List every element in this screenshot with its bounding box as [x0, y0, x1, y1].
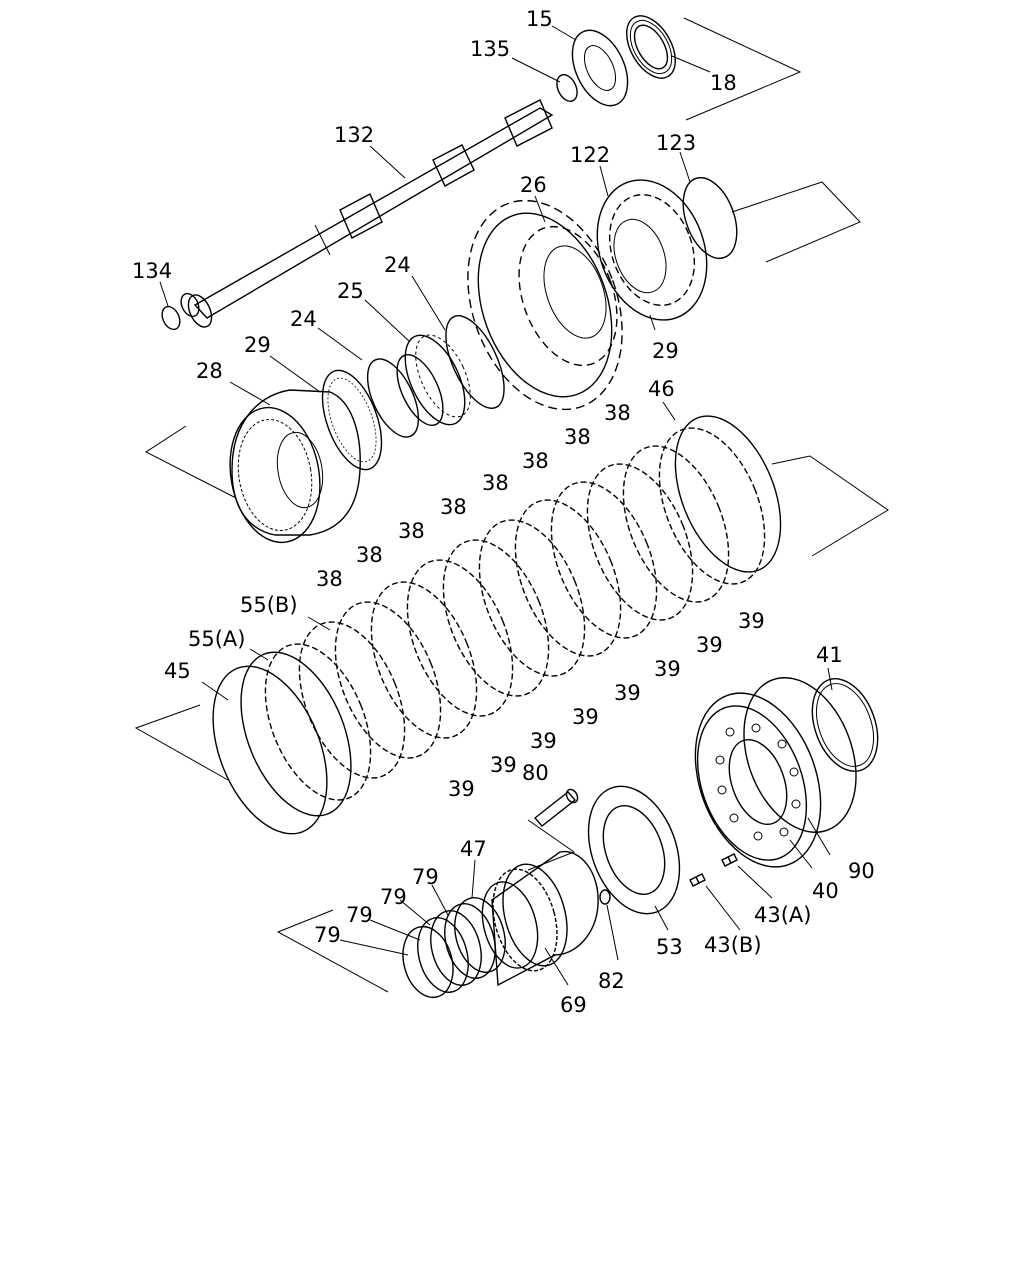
- callout-24: 24: [290, 307, 317, 331]
- callout-90: 90: [848, 859, 875, 883]
- leader-lines: [159, 25, 833, 986]
- callout-39: 39: [490, 753, 517, 777]
- callout-47: 47: [460, 837, 487, 861]
- bracket-hub: [145, 425, 237, 499]
- callout-79: 79: [380, 885, 407, 909]
- callout-55a: 55(A): [188, 627, 245, 651]
- callout-43a: 43(A): [754, 903, 811, 927]
- callout-26: 26: [520, 173, 547, 197]
- callout-69: 69: [560, 993, 587, 1017]
- callout-135: 135: [470, 37, 510, 61]
- clutch-pack: [212, 415, 782, 835]
- washer-82: [599, 889, 611, 905]
- callout-122: 122: [570, 143, 610, 167]
- plate-53: [587, 785, 681, 915]
- seal-90: [743, 677, 857, 833]
- callout-38: 38: [440, 495, 467, 519]
- mainshaft-132: [180, 99, 554, 328]
- gear-122: [596, 179, 708, 321]
- bracket-upper: [683, 17, 802, 121]
- bearing-24-b: [366, 358, 420, 438]
- callout-39: 39: [654, 657, 681, 681]
- bracket-pack-left: [134, 704, 229, 781]
- seal-rings-79-47: [402, 897, 506, 999]
- clutch-hub-69: [481, 850, 599, 987]
- washer-135: [556, 74, 578, 102]
- thrust-washer-29: [321, 369, 383, 471]
- spring-43b: [689, 873, 706, 887]
- spring-43a: [721, 853, 738, 867]
- bracket-lower: [276, 819, 576, 993]
- bearing-24-a: [404, 334, 471, 426]
- callout-28: 28: [196, 359, 223, 383]
- callout-38: 38: [482, 471, 509, 495]
- callout-39: 39: [572, 705, 599, 729]
- callout-82: 82: [598, 969, 625, 993]
- bolt-80: [533, 788, 579, 827]
- snap-ring-123: [682, 176, 738, 260]
- callout-15: 15: [526, 7, 553, 31]
- callout-123: 123: [656, 131, 696, 155]
- callout-38: 38: [316, 567, 343, 591]
- callout-43b: 43(B): [704, 933, 762, 957]
- callout-38: 38: [564, 425, 591, 449]
- callout-79: 79: [314, 923, 341, 947]
- callout-18: 18: [710, 71, 737, 95]
- callout-132: 132: [334, 123, 374, 147]
- callout-39: 39: [614, 681, 641, 705]
- callout-29: 29: [244, 333, 271, 357]
- seal-41: [811, 678, 879, 772]
- thrust-washer-15: [571, 29, 629, 107]
- callout-55b: 55(B): [240, 593, 298, 617]
- clutch-hub-28: [229, 389, 361, 544]
- callout-38: 38: [522, 449, 549, 473]
- callout-41: 41: [816, 643, 843, 667]
- callout-46: 46: [648, 377, 675, 401]
- snap-ring-134: [161, 305, 181, 331]
- callout-79: 79: [412, 865, 439, 889]
- callout-134: 134: [132, 259, 172, 283]
- bearing-25: [396, 354, 444, 426]
- callout-79: 79: [346, 903, 373, 927]
- callout-45: 45: [164, 659, 191, 683]
- clutch-drum-26: [467, 199, 623, 411]
- thrust-bearing-18: [626, 15, 676, 79]
- callout-40: 40: [812, 879, 839, 903]
- callout-38: 38: [604, 401, 631, 425]
- piston-40: [694, 692, 822, 868]
- callout-53: 53: [656, 935, 683, 959]
- callout-39: 39: [738, 609, 765, 633]
- callout-24: 24: [384, 253, 411, 277]
- callout-38: 38: [398, 519, 425, 543]
- callout-39: 39: [530, 729, 557, 753]
- callout-39: 39: [448, 777, 475, 801]
- callout-29: 29: [652, 339, 679, 363]
- callout-25: 25: [337, 279, 364, 303]
- callout-80: 80: [522, 761, 549, 785]
- callout-38: 38: [356, 543, 383, 567]
- snap-ring-29-upper: [445, 315, 505, 409]
- bracket-pack-right: [771, 455, 889, 557]
- bracket-gear: [731, 181, 861, 263]
- callout-labels: 15 135 18 132 122 123 26 134 24 25 24 29…: [132, 7, 875, 1017]
- callout-39: 39: [696, 633, 723, 657]
